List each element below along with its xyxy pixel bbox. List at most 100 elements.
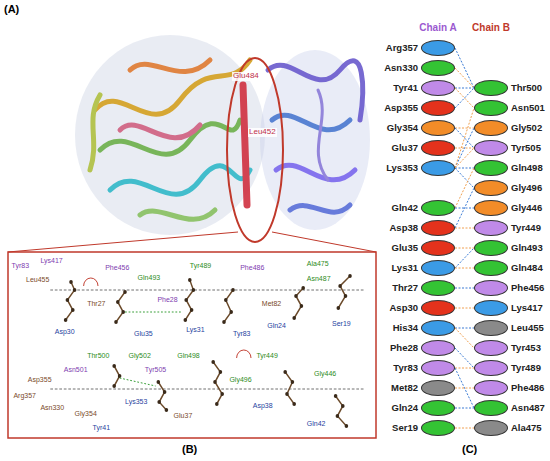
- residue-label: Glu35: [134, 330, 153, 338]
- interaction-line: [455, 188, 474, 228]
- residue-ellipse: [421, 60, 455, 76]
- residue-ellipse: [474, 280, 508, 296]
- residue-ellipse: [474, 100, 508, 116]
- residue-label: Gly354: [75, 410, 97, 418]
- residue-sticks: [336, 396, 347, 426]
- interaction-line: [455, 128, 474, 129]
- hbond-line: [120, 378, 156, 386]
- residue-node: Gly446: [474, 200, 542, 216]
- residue-node: Gln42: [392, 200, 455, 216]
- protein-ribbon: [276, 165, 355, 180]
- residue-label: Tyr449: [256, 352, 277, 360]
- residue-label: Thr27: [87, 300, 105, 308]
- residue-sticks: [224, 290, 233, 322]
- residue-name: Phe456: [511, 282, 544, 294]
- residue-name: Glu37: [392, 142, 418, 154]
- residue-ellipse: [421, 100, 455, 116]
- highlight-ellipse: [227, 58, 283, 242]
- residue-ellipse: [474, 80, 508, 96]
- residue-ellipse: [421, 160, 455, 176]
- residue-node: Tyr489: [474, 360, 541, 376]
- residue-node: Lys417: [474, 300, 543, 316]
- interaction-line: [455, 48, 474, 88]
- residue-ellipse: [474, 220, 508, 236]
- residue-ellipse: [421, 280, 455, 296]
- residue-ellipse: [421, 420, 455, 436]
- residue-label: Ser19: [332, 320, 351, 328]
- residue-label: Met82: [262, 300, 281, 308]
- residue-name: Gln498: [511, 162, 543, 174]
- interaction-line: [455, 168, 474, 188]
- residue-label: Phe456: [105, 264, 129, 272]
- interface-line: [50, 290, 365, 291]
- residue-sticks: [213, 362, 222, 404]
- interaction-line: [455, 388, 474, 389]
- residue-node: Tyr505: [474, 140, 541, 156]
- residue-node: Tyr453: [474, 340, 541, 356]
- column-header: Chain A: [419, 22, 456, 33]
- residue-node: Asp355: [384, 100, 455, 116]
- residue-ellipse: [474, 320, 508, 336]
- residue-node: Glu37: [392, 140, 455, 156]
- residue-node: Glu35: [392, 240, 455, 256]
- residue-label: Asp30: [55, 328, 75, 336]
- zoom-line: [8, 232, 238, 252]
- residue-label: Tyr505: [145, 366, 166, 374]
- residue-label: Phe486: [240, 264, 264, 272]
- residue-ellipse: [474, 260, 508, 276]
- interaction-line: [455, 368, 474, 408]
- residue-ellipse: [474, 340, 508, 356]
- residue-name: Glu35: [392, 242, 418, 254]
- residue-ellipse: [474, 300, 508, 316]
- residue-ellipse: [421, 80, 455, 96]
- residue-ellipse: [474, 360, 508, 376]
- residue-node: Phe456: [474, 280, 544, 296]
- residue-name: Thr27: [392, 282, 418, 294]
- residue-ellipse: [421, 320, 455, 336]
- residue-node: Asn487: [474, 400, 545, 416]
- interaction-line: [455, 88, 474, 89]
- residue-label: Gly496: [229, 376, 251, 384]
- residue-name: Gln24: [392, 402, 418, 414]
- protein-ribbon: [90, 95, 100, 170]
- residue-sticks: [294, 288, 303, 318]
- interaction-line: [455, 128, 474, 168]
- residue-ellipse: [421, 140, 455, 156]
- mutation-label: Leu452: [248, 128, 277, 137]
- residue-name: Gly496: [511, 182, 542, 194]
- residue-label: Gly502: [129, 352, 151, 360]
- residue-node: Tyr41: [393, 80, 455, 96]
- interaction-line: [455, 168, 474, 208]
- residue-node: Phe28: [390, 340, 455, 356]
- interaction-line: [455, 368, 474, 369]
- zoom-line: [272, 232, 376, 252]
- residue-label: Tyr83: [233, 330, 251, 338]
- residue-name: Phe28: [390, 342, 418, 354]
- residue-name: Gly354: [387, 122, 418, 134]
- residue-node: Gln484: [474, 260, 543, 276]
- interaction-line: [455, 328, 474, 329]
- interaction-line: [455, 68, 474, 88]
- residue-node: Gly502: [474, 120, 542, 136]
- residue-name: Tyr489: [511, 362, 541, 374]
- interaction-line: [455, 128, 474, 148]
- residue-ellipse: [421, 260, 455, 276]
- residue-node: Tyr449: [474, 220, 541, 236]
- residue-sticks: [66, 282, 75, 320]
- residue-label: Asp355: [28, 376, 52, 384]
- residue-node: Thr27: [392, 280, 455, 296]
- interaction-line: [455, 168, 474, 169]
- residue-label: Lys417: [40, 257, 62, 265]
- interface-line: [50, 389, 365, 390]
- residue-label: Asp38: [253, 402, 273, 410]
- interaction-line: [455, 248, 474, 268]
- residue-label: Ala475: [307, 260, 329, 268]
- interaction-line: [455, 268, 474, 269]
- protein-ribbon: [130, 60, 210, 72]
- residue-name: Tyr83: [393, 362, 418, 374]
- hydrophobic-arc: [84, 278, 98, 286]
- residue-label: Tyr41: [93, 424, 111, 432]
- residue-label: Gln498: [177, 352, 200, 360]
